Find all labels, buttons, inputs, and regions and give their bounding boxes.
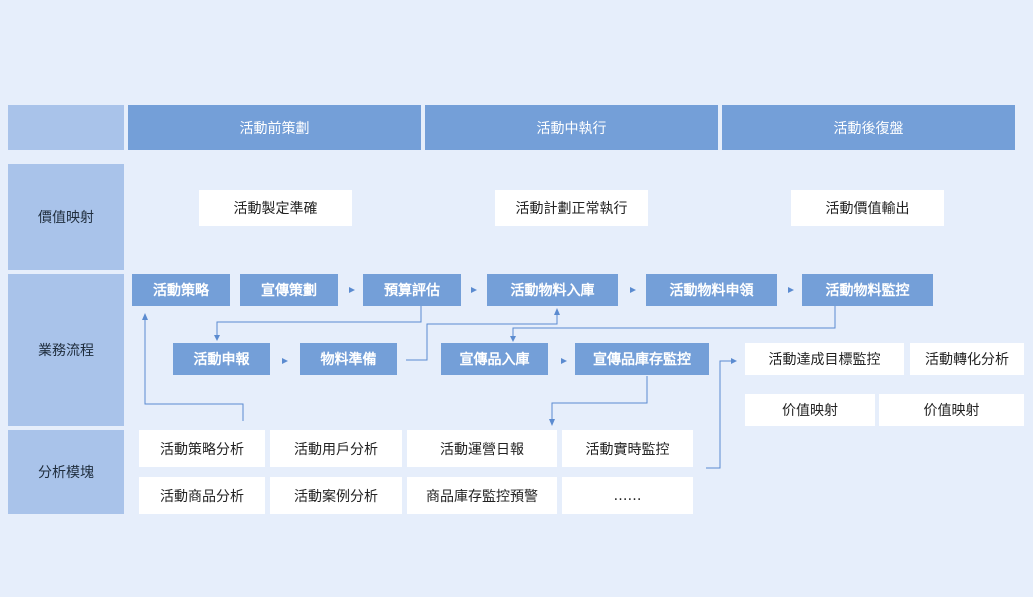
value-box-normal-execution: 活動計劃正常執行	[495, 190, 648, 226]
analysis-products: 活動商品分析	[139, 477, 265, 514]
phase-pre-activity-planning: 活動前策劃	[128, 105, 421, 150]
step-arrow-6	[561, 358, 567, 364]
process-activity-declaration: 活動申報	[173, 343, 270, 375]
arrowhead-down-analysis	[549, 419, 555, 426]
step-arrow-5	[282, 358, 288, 364]
step-arrow-1	[349, 287, 355, 293]
arrowhead-up-material-stock	[554, 308, 560, 315]
row-label-analysis-modules: 分析模塊	[8, 430, 124, 514]
process-budget-evaluation: 預算評估	[363, 274, 461, 306]
process-promo-goods-stock-in: 宣傳品入庫	[441, 343, 548, 375]
arrowhead-right-post-review	[731, 358, 737, 364]
post-goal-monitoring: 活動達成目標監控	[745, 343, 904, 375]
analysis-more: ……	[562, 477, 693, 514]
analysis-users: 活動用戶分析	[270, 430, 402, 467]
analysis-strategy: 活動策略分析	[139, 430, 265, 467]
step-arrow-3	[630, 287, 636, 293]
connector-analysis-to-post-review	[706, 360, 732, 469]
arrowhead-up-strategy	[142, 313, 148, 320]
connector-budget-to-declaration	[216, 306, 422, 336]
analysis-realtime-monitoring: 活動實時監控	[562, 430, 693, 467]
phase-in-activity-execution: 活動中執行	[425, 105, 718, 150]
analysis-daily-report: 活動運營日報	[407, 430, 557, 467]
process-promo-inventory-monitoring: 宣傳品庫存監控	[575, 343, 709, 375]
header-corner	[8, 105, 124, 150]
row-label-value-mapping: 價值映射	[8, 164, 124, 270]
value-box-accurate-planning: 活動製定準確	[199, 190, 352, 226]
analysis-inventory-alert: 商品庫存監控預警	[407, 477, 557, 514]
row-label-business-process: 業務流程	[8, 274, 124, 426]
post-value-mapping-1: 价值映射	[745, 394, 875, 426]
process-material-stock-in: 活動物料入庫	[487, 274, 618, 306]
process-material-monitoring: 活動物料監控	[802, 274, 933, 306]
analysis-cases: 活動案例分析	[270, 477, 402, 514]
connector-prep-to-material-stock	[406, 313, 558, 361]
connector-monitor-to-promo-stock	[512, 306, 836, 337]
process-promotion-planning: 宣傳策劃	[240, 274, 338, 306]
process-material-preparation: 物料準備	[300, 343, 397, 375]
step-arrow-2	[471, 287, 477, 293]
phase-post-activity-review: 活動後復盤	[722, 105, 1015, 150]
connector-inventory-to-analysis	[551, 376, 648, 421]
post-conversion-analysis: 活動轉化分析	[910, 343, 1024, 375]
connector-loop-to-strategy	[144, 318, 244, 421]
process-activity-strategy: 活動策略	[132, 274, 230, 306]
arrowhead-down-promo-stock	[510, 336, 516, 342]
value-box-value-output: 活動價值輸出	[791, 190, 944, 226]
post-value-mapping-2: 价值映射	[879, 394, 1024, 426]
process-material-requisition: 活動物料申領	[646, 274, 777, 306]
arrowhead-down-declaration	[214, 335, 220, 341]
step-arrow-4	[788, 287, 794, 293]
